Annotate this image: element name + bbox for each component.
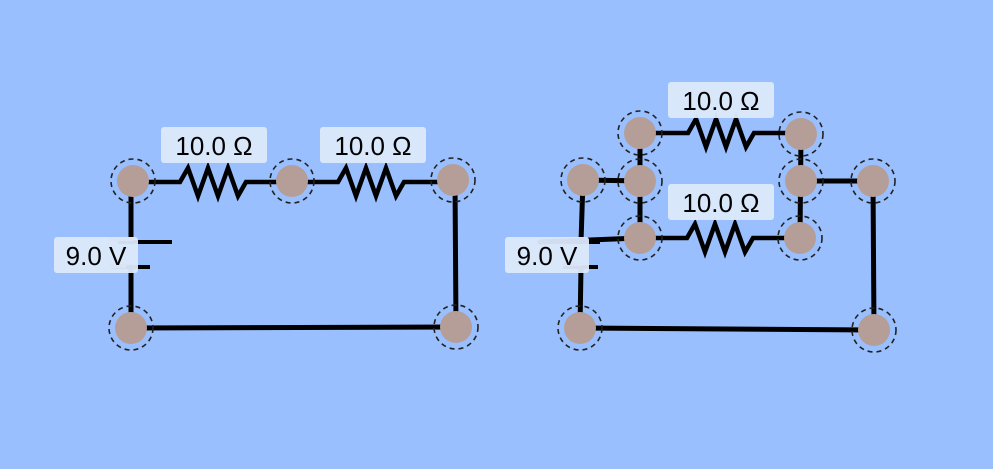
junction-node[interactable] xyxy=(851,307,897,353)
junction-node[interactable] xyxy=(617,158,663,204)
resistance-label: 10.0 Ω xyxy=(668,184,774,220)
series-circuit: 10.0 Ω 10.0 Ω 9.0 V xyxy=(54,127,479,351)
junction-node[interactable] xyxy=(433,304,479,350)
resistance-label: 10.0 Ω xyxy=(668,82,774,118)
junction-node[interactable] xyxy=(617,110,663,156)
voltage-label: 9.0 V xyxy=(54,237,138,273)
svg-text:10.0 Ω: 10.0 Ω xyxy=(175,131,252,161)
junction-node[interactable] xyxy=(430,157,476,203)
junction-node[interactable] xyxy=(617,215,663,261)
wire[interactable] xyxy=(870,178,877,333)
junction-node[interactable] xyxy=(778,111,824,157)
junction-node[interactable] xyxy=(108,305,154,351)
junction-node[interactable] xyxy=(850,158,896,204)
wire[interactable] xyxy=(128,324,459,331)
wire[interactable] xyxy=(452,179,459,330)
parallel-circuit: 10.0 Ω 10.0 Ω 9.0 V xyxy=(505,82,897,353)
junction-node[interactable] xyxy=(560,157,606,203)
junction-node[interactable] xyxy=(778,158,824,204)
svg-text:10.0 Ω: 10.0 Ω xyxy=(682,86,759,116)
resistor[interactable] xyxy=(640,112,801,154)
resistance-label: 10.0 Ω xyxy=(320,127,426,163)
junction-node[interactable] xyxy=(269,158,315,204)
resistance-label: 10.0 Ω xyxy=(161,127,267,163)
svg-text:9.0 V: 9.0 V xyxy=(517,241,578,271)
voltage-label: 9.0 V xyxy=(505,237,589,273)
svg-text:10.0 Ω: 10.0 Ω xyxy=(334,131,411,161)
resistor[interactable] xyxy=(640,217,800,259)
svg-text:10.0 Ω: 10.0 Ω xyxy=(682,188,759,218)
junction-node[interactable] xyxy=(557,305,603,351)
junction-node[interactable] xyxy=(777,215,823,261)
wire[interactable] xyxy=(577,325,877,333)
resistor[interactable] xyxy=(133,161,292,203)
junction-node[interactable] xyxy=(110,158,156,204)
resistor[interactable] xyxy=(292,161,452,203)
svg-text:9.0 V: 9.0 V xyxy=(66,241,127,271)
